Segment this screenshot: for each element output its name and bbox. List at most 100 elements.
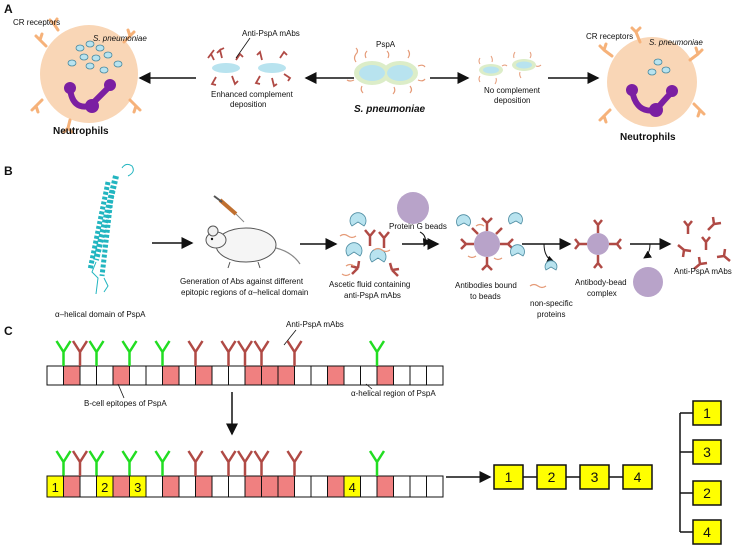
bar-cell xyxy=(178,365,196,386)
generation-line2: epitopic regions of α–helical domain xyxy=(181,288,308,297)
bar-cell xyxy=(112,365,130,386)
enhanced-line1: Enhanced complement xyxy=(211,90,294,99)
tree-box-label: 2 xyxy=(703,485,711,501)
bar-cell xyxy=(409,365,427,386)
bar-cell xyxy=(294,365,312,386)
complex-line2: complex xyxy=(587,289,617,298)
complex-line1: Antibody-bead xyxy=(575,278,627,287)
mouse-icon xyxy=(205,225,301,269)
bar-cell xyxy=(195,475,213,498)
bar-cell xyxy=(145,365,163,386)
bar-cell xyxy=(112,475,130,498)
bar-cell xyxy=(310,475,328,498)
final-mabs-label: Anti-PspA mAbs xyxy=(674,267,732,276)
bar-cell xyxy=(211,365,229,386)
panel-c-label: C xyxy=(4,324,13,338)
a-mabs-pointer xyxy=(235,37,251,59)
antibody-icon xyxy=(55,340,72,366)
numbered-epitope xyxy=(96,475,114,498)
bar-cell xyxy=(178,475,196,498)
no-complement-line2: deposition xyxy=(494,96,530,105)
bar-cell xyxy=(145,475,163,498)
protein-g-bead xyxy=(397,192,429,224)
numbered-epitope-label: 1 xyxy=(52,480,59,495)
ascitic-line1: Ascetic fluid containing xyxy=(329,280,410,289)
chain-box xyxy=(493,464,524,490)
antibody-icon xyxy=(236,340,254,366)
tree-box xyxy=(692,439,722,465)
ascitic-fluid-mixture xyxy=(339,212,400,277)
antibody-icon xyxy=(88,450,105,476)
syringe-icon xyxy=(213,195,245,223)
antibody-icon xyxy=(236,450,254,476)
protein-label: α–helical domain of PspA xyxy=(55,310,146,319)
bar-cell xyxy=(277,475,295,498)
beads-label: Protein G beads xyxy=(389,222,447,231)
tree-box-label: 3 xyxy=(703,444,711,460)
antibody-icon xyxy=(220,340,237,366)
pspa-label: PspA xyxy=(376,40,396,49)
right-bacteria-label: S. pneumoniae xyxy=(649,38,703,47)
numbered-epitope xyxy=(343,475,361,498)
region-pointer xyxy=(365,383,373,390)
chain-box-label: 3 xyxy=(591,469,599,485)
chain-box-label: 2 xyxy=(548,469,556,485)
central-bacterium xyxy=(346,47,426,95)
bar-cell xyxy=(261,365,279,386)
chain-box xyxy=(622,464,653,490)
chain-box xyxy=(536,464,567,490)
antibody-icon xyxy=(253,450,270,476)
nonspecific-arrow xyxy=(543,243,555,264)
numbered-epitope-label: 2 xyxy=(101,480,108,495)
antibody-icon xyxy=(121,340,138,366)
numbered-epitope-label: 3 xyxy=(134,480,141,495)
nonspecific-line1: non-specific xyxy=(530,299,573,308)
bar-cell xyxy=(129,365,147,386)
tree-box xyxy=(692,400,722,426)
antibody-icon xyxy=(71,450,89,476)
nonspecific-protein-b xyxy=(529,283,547,289)
bar-cell xyxy=(393,475,411,498)
enhanced-line2: deposition xyxy=(230,100,266,109)
bar-cell xyxy=(426,475,444,498)
bound-line2: to beads xyxy=(470,292,501,301)
helical-protein-structure xyxy=(87,163,134,295)
tree-box xyxy=(692,519,722,545)
bar-cell xyxy=(96,365,114,386)
bar-cell xyxy=(228,475,246,498)
bar-cell xyxy=(228,365,246,386)
bar-cell xyxy=(244,365,262,386)
bar-cell xyxy=(79,365,97,386)
c-mabs-pointer xyxy=(283,329,297,346)
numbered-epitope-label: 4 xyxy=(349,480,356,495)
bar-cell xyxy=(376,365,394,386)
tree-box-label: 4 xyxy=(703,524,711,540)
antibody-icon xyxy=(121,450,138,476)
bar-cell xyxy=(393,365,411,386)
left-cr-receptors-label: CR receptors xyxy=(13,18,60,27)
numbered-epitope xyxy=(46,475,64,498)
bar-cell xyxy=(343,365,361,386)
antibody-icon xyxy=(154,340,171,366)
bar-cell xyxy=(277,365,295,386)
antibody-icon xyxy=(253,340,270,366)
bar-cell xyxy=(261,475,279,498)
ascitic-line2: anti-PspA mAbs xyxy=(344,291,401,300)
antibodies-bottom xyxy=(55,450,386,476)
bar-cell xyxy=(63,475,81,498)
generation-line1: Generation of Abs against different xyxy=(180,277,304,286)
bar-cell xyxy=(360,365,378,386)
neutrophil-left xyxy=(30,17,142,134)
bar-cell xyxy=(162,475,180,498)
neutrophil-right xyxy=(598,26,706,127)
tree-box xyxy=(692,480,722,506)
antibody-icon xyxy=(88,340,105,366)
antibody-icon xyxy=(220,450,237,476)
epitope-number-labels: 1 2 3 4 xyxy=(46,475,361,498)
antibody-icon xyxy=(286,340,303,366)
epitopes-pointer xyxy=(117,383,125,399)
c-mabs-label: Anti-PspA mAbs xyxy=(286,320,344,329)
panel-a-label: A xyxy=(4,2,13,16)
